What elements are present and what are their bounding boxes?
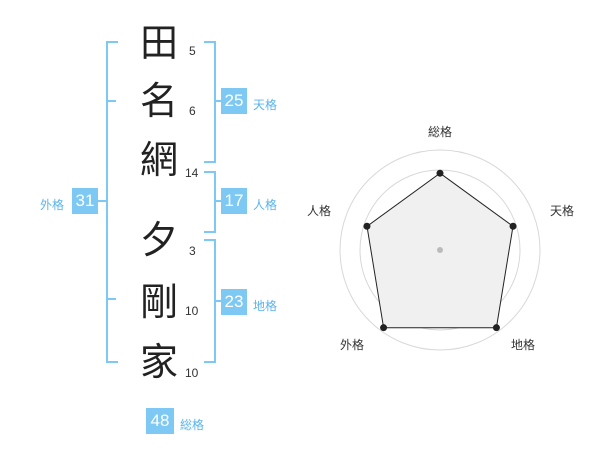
chikaku-label: 地格 bbox=[253, 299, 278, 313]
chikaku-bracket bbox=[204, 239, 216, 363]
stroke-count-5: 10 bbox=[185, 304, 199, 318]
radar-points bbox=[363, 169, 517, 332]
jinkaku-bracket bbox=[204, 171, 216, 233]
chikaku-connector bbox=[216, 300, 222, 302]
gaikaku-label: 外格 bbox=[40, 198, 65, 212]
tenkaku-badge: 25 bbox=[221, 88, 247, 114]
gaikaku-tick-bottom bbox=[108, 298, 116, 300]
name-char-3: 網 bbox=[140, 138, 179, 182]
radar-point bbox=[363, 222, 371, 230]
radar-point bbox=[509, 222, 517, 230]
radar-label-soukaku: 総格 bbox=[428, 125, 453, 139]
stroke-count-4: 3 bbox=[189, 244, 196, 258]
radar-label-chikaku: 地格 bbox=[511, 338, 536, 352]
stroke-count-6: 10 bbox=[185, 366, 199, 380]
soukaku-badge: 48 bbox=[146, 408, 174, 434]
tenkaku-connector bbox=[216, 100, 222, 102]
radar-point bbox=[492, 324, 500, 332]
name-char-2: 名 bbox=[140, 79, 179, 123]
name-char-4: 夕 bbox=[140, 218, 179, 262]
jinkaku-label: 人格 bbox=[253, 198, 278, 212]
radar-point bbox=[380, 324, 388, 332]
radar-label-jinkaku: 人格 bbox=[307, 204, 332, 218]
name-char-1: 田 bbox=[140, 21, 179, 65]
tenkaku-bracket bbox=[204, 41, 216, 163]
gaikaku-connector bbox=[96, 200, 106, 202]
stroke-count-3: 14 bbox=[185, 166, 199, 180]
jinkaku-connector bbox=[216, 200, 222, 202]
soukaku-label: 総格 bbox=[180, 418, 205, 432]
chikaku-badge: 23 bbox=[221, 289, 247, 315]
radar-center bbox=[437, 247, 443, 253]
radar-point bbox=[436, 169, 444, 177]
jinkaku-badge: 17 bbox=[221, 188, 247, 214]
radar-label-gaikaku: 外格 bbox=[340, 338, 365, 352]
name-char-5: 剛 bbox=[140, 280, 179, 324]
name-char-6: 家 bbox=[140, 340, 179, 384]
gaikaku-bracket bbox=[106, 41, 118, 363]
stroke-count-2: 6 bbox=[189, 104, 196, 118]
gaikaku-tick-top bbox=[108, 100, 116, 102]
stroke-count-1: 5 bbox=[189, 44, 196, 58]
gaikaku-badge: 31 bbox=[72, 188, 98, 214]
radar-ring bbox=[339, 149, 541, 351]
radar-label-tenkaku: 天格 bbox=[550, 204, 575, 218]
tenkaku-label: 天格 bbox=[253, 98, 278, 112]
